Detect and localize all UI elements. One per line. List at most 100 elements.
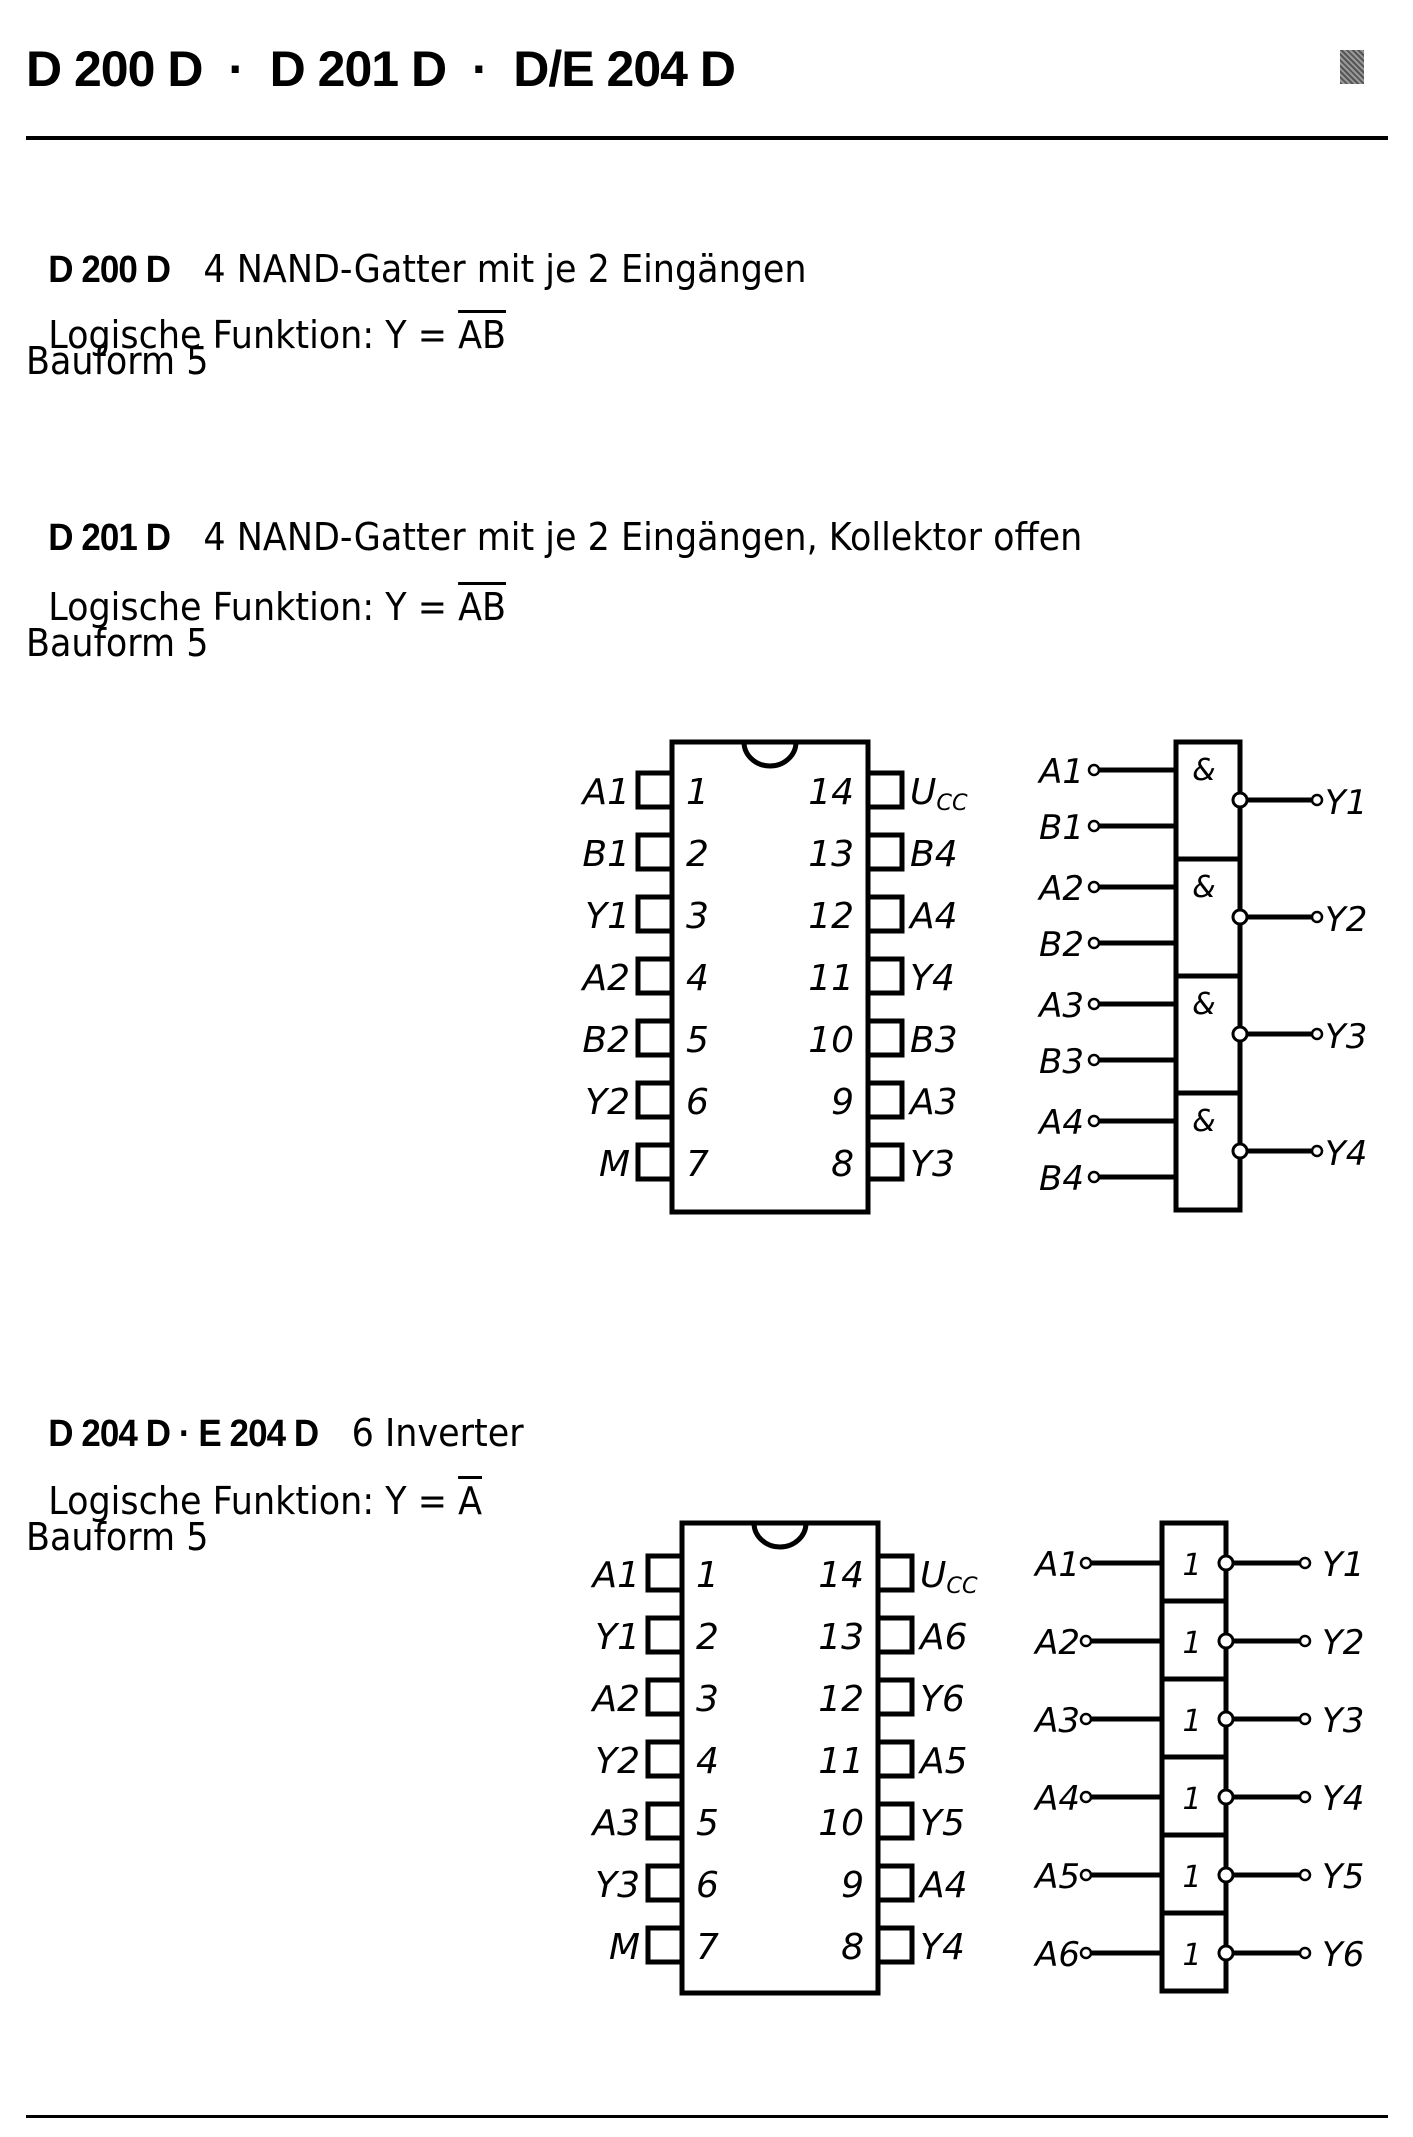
output-terminal	[1310, 1027, 1324, 1041]
pin-number: 5	[686, 1020, 709, 1061]
output-label: Y2	[1325, 900, 1367, 940]
and-symbol: &	[1192, 1104, 1215, 1139]
pin-left	[635, 1142, 675, 1182]
function-expression: AB	[458, 585, 507, 629]
input-label: B4	[1039, 1159, 1084, 1199]
pin-signal: UCC	[920, 1555, 978, 1599]
pin-number: 3	[686, 896, 709, 937]
pin-number: 13	[808, 834, 854, 875]
pin-signal: Y3	[910, 1144, 955, 1185]
pin-left	[645, 1801, 685, 1841]
header-divider	[26, 136, 1388, 140]
output-terminal	[1298, 1712, 1312, 1726]
output-terminal	[1298, 1790, 1312, 1804]
section-d204-function: Logische Funktion: Y = A	[26, 1444, 482, 1520]
function-label: Logische Funktion: Y =	[48, 1479, 459, 1523]
input-label: B1	[1039, 808, 1084, 848]
pin-number: 11	[818, 1741, 864, 1782]
pin-signal: Y6	[920, 1679, 965, 1720]
section-d200-package: Bauform 5	[26, 339, 209, 383]
pin-number: 7	[686, 1144, 709, 1185]
output-label: Y4	[1325, 1134, 1367, 1174]
pin-left	[635, 894, 675, 934]
input-terminal	[1079, 1790, 1093, 1804]
input-label: A3	[1033, 1701, 1080, 1741]
pin-left	[635, 1080, 675, 1120]
negation-bubble	[1217, 1632, 1235, 1650]
function-label: Logische Funktion: Y =	[48, 313, 459, 357]
input-terminal	[1079, 1946, 1093, 1960]
output-terminal	[1298, 1634, 1312, 1648]
input-label: A5	[1033, 1857, 1080, 1897]
input-terminal	[1087, 1170, 1101, 1184]
input-terminal	[1079, 1556, 1093, 1570]
part-description: 4 NAND-Gatter mit je 2 Eingängen, Kollek…	[203, 515, 1083, 559]
pin-number: 1	[696, 1555, 719, 1596]
pin-number: 6	[696, 1865, 719, 1906]
output-label: Y2	[1322, 1623, 1364, 1663]
pin-signal: UCC	[910, 772, 968, 816]
pin-signal: A3	[908, 1082, 958, 1123]
negation-bubble	[1217, 1788, 1235, 1806]
input-label: A3	[1037, 986, 1084, 1026]
input-terminal	[1087, 936, 1101, 950]
pin-signal: Y1	[585, 896, 630, 937]
page-title: D 200 D · D 201 D · D/E 204 D	[26, 41, 736, 97]
pin-number: 10	[808, 1020, 854, 1061]
pin-number: 8	[831, 1144, 854, 1185]
input-label: A1	[1033, 1545, 1080, 1585]
and-symbol: &	[1192, 870, 1215, 905]
pin-left	[645, 1739, 685, 1779]
part-number: D 204 D · E 204 D	[48, 1413, 319, 1455]
pin-signal: M	[609, 1927, 640, 1968]
pin-number: 6	[686, 1082, 709, 1123]
pin-right	[875, 1863, 915, 1903]
section-d201-function: Logische Funktion: Y = AB	[26, 550, 506, 626]
part-number: D 200 D	[48, 249, 171, 291]
pin-signal: Y4	[920, 1927, 965, 1968]
pin-number: 2	[686, 834, 709, 875]
pin-signal: A4	[918, 1865, 968, 1906]
pin-left	[645, 1863, 685, 1903]
pin-right	[865, 956, 905, 996]
function-label: Logische Funktion: Y =	[48, 585, 459, 629]
output-label: Y6	[1322, 1935, 1364, 1975]
pin-number: 13	[818, 1617, 864, 1658]
function-expression: AB	[458, 313, 507, 357]
pin-right	[875, 1739, 915, 1779]
pin-number: 1	[686, 772, 709, 813]
pin-number: 9	[831, 1082, 854, 1123]
output-terminal	[1298, 1868, 1312, 1882]
pin-right	[865, 832, 905, 872]
output-label: Y5	[1322, 1857, 1364, 1897]
pin-right	[875, 1801, 915, 1841]
negation-bubble	[1231, 908, 1249, 926]
part-description: 6 Inverter	[351, 1411, 524, 1455]
pin-left	[635, 956, 675, 996]
pin-signal: B4	[910, 834, 958, 875]
negation-bubble	[1217, 1866, 1235, 1884]
pin-left	[645, 1615, 685, 1655]
pin-signal: A5	[918, 1741, 968, 1782]
output-label: Y1	[1322, 1545, 1364, 1585]
inverter-symbol: 1	[1182, 1938, 1201, 1973]
pin-signal: Y5	[920, 1803, 965, 1844]
pin-number: 4	[686, 958, 709, 999]
input-label: A4	[1037, 1103, 1084, 1143]
pin-number: 12	[808, 896, 854, 937]
input-terminal	[1087, 819, 1101, 833]
pin-number: 4	[696, 1741, 719, 1782]
inverter-symbol: 1	[1182, 1860, 1201, 1895]
section-d201-package: Bauform 5	[26, 621, 209, 665]
pin-right	[865, 770, 905, 810]
pin-number: 9	[841, 1865, 864, 1906]
pin-right	[865, 894, 905, 934]
input-terminal	[1079, 1634, 1093, 1648]
pin-signal: Y1	[595, 1617, 640, 1658]
output-terminal	[1310, 793, 1324, 807]
pin-right	[875, 1677, 915, 1717]
input-label: B2	[1039, 925, 1084, 965]
input-label: A6	[1033, 1935, 1080, 1975]
